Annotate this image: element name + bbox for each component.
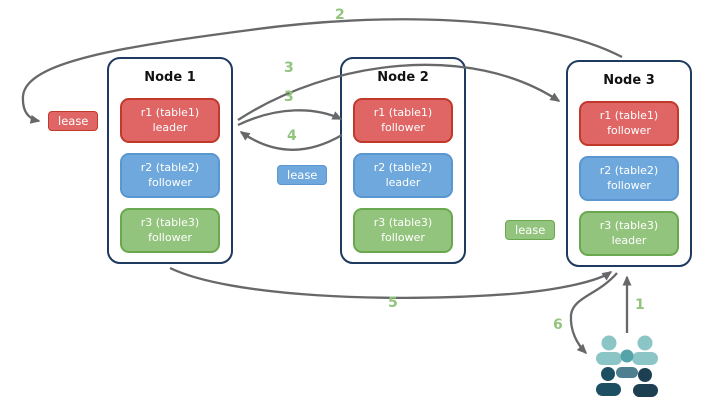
node2-replica-r1: r1 (table1) follower bbox=[353, 98, 453, 143]
node1-replica-r2: r2 (table2) follower bbox=[120, 153, 220, 198]
node-3-title: Node 3 bbox=[603, 73, 655, 88]
replica-role: follower bbox=[148, 175, 192, 189]
node3-replica-r1: r1 (table1) follower bbox=[579, 101, 679, 146]
replica-name: r2 (table2) bbox=[140, 160, 200, 174]
lease-tag-blue: lease bbox=[277, 165, 328, 185]
node-1-title: Node 1 bbox=[144, 70, 196, 85]
replica-name: r1 (table1) bbox=[140, 105, 200, 119]
arrow-5-node1-to-node3 bbox=[169, 266, 613, 299]
replica-name: r1 (table1) bbox=[373, 105, 433, 119]
node1-replica-r3: r3 (table3) follower bbox=[120, 208, 220, 253]
arrow-label-6: 6 bbox=[553, 317, 563, 333]
arrow-3-node1-to-node2 bbox=[237, 109, 343, 127]
replica-name: r3 (table3) bbox=[140, 215, 200, 229]
arrow-label-5: 5 bbox=[388, 295, 398, 311]
node1-replica-r1: r1 (table1) leader bbox=[120, 98, 220, 143]
node3-replica-r3: r3 (table3) leader bbox=[579, 211, 679, 256]
node2-replica-r3: r3 (table3) follower bbox=[353, 208, 453, 253]
node-1: Node 1 r1 (table1) leader r2 (table2) fo… bbox=[107, 57, 233, 264]
node3-replica-r2: r2 (table2) follower bbox=[579, 156, 679, 201]
node-2: Node 2 r1 (table1) follower r2 (table2) … bbox=[340, 57, 466, 264]
arrow-label-4: 4 bbox=[287, 128, 297, 144]
arrow-label-3-mid: 3 bbox=[284, 89, 294, 105]
replica-name: r2 (table2) bbox=[373, 160, 433, 174]
replica-role: follower bbox=[381, 230, 425, 244]
replica-name: r3 (table3) bbox=[599, 218, 659, 232]
users-group-icon bbox=[596, 335, 658, 397]
lease-tag-green: lease bbox=[505, 220, 556, 240]
replica-name: r2 (table2) bbox=[599, 163, 659, 177]
replica-role: follower bbox=[607, 123, 651, 137]
replica-name: r3 (table3) bbox=[373, 215, 433, 229]
arrow-6-node3-to-users bbox=[569, 272, 618, 355]
replica-role: leader bbox=[611, 233, 647, 247]
replica-role: follower bbox=[381, 120, 425, 134]
replica-role: follower bbox=[607, 178, 651, 192]
replica-role: leader bbox=[385, 175, 421, 189]
node-2-title: Node 2 bbox=[377, 70, 429, 85]
arrow-label-2: 2 bbox=[335, 7, 345, 23]
replica-name: r1 (table1) bbox=[599, 108, 659, 122]
arrow-label-1: 1 bbox=[635, 297, 645, 313]
replica-role: leader bbox=[152, 120, 188, 134]
node2-replica-r2: r2 (table2) leader bbox=[353, 153, 453, 198]
node-3: Node 3 r1 (table1) follower r2 (table2) … bbox=[566, 60, 692, 267]
lease-tag-red: lease bbox=[48, 111, 99, 131]
replica-role: follower bbox=[148, 230, 192, 244]
arrow-label-3-top: 3 bbox=[284, 60, 294, 76]
